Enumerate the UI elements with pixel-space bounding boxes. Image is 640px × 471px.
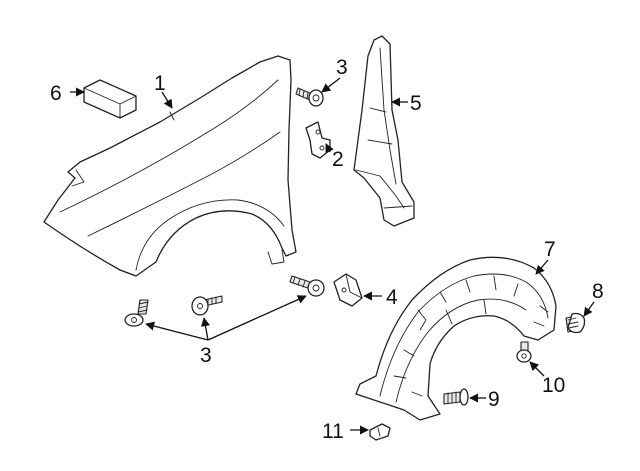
callout-labels: 1 6 3 2 5 4 3 7 8 10 9 11 <box>50 56 604 443</box>
callout-1: 1 <box>154 72 166 95</box>
push-clip-part-8[interactable] <box>565 312 586 334</box>
clip-bracket-part[interactable] <box>333 273 363 307</box>
callout-2: 2 <box>332 148 344 171</box>
callout-8: 8 <box>592 280 604 303</box>
screw-part-middle[interactable] <box>191 295 223 316</box>
screw-part-left[interactable] <box>124 299 149 327</box>
screw-part-top[interactable] <box>295 87 324 107</box>
callout-6: 6 <box>50 82 62 105</box>
splash-shield-part[interactable] <box>353 35 415 227</box>
callout-5: 5 <box>410 92 422 115</box>
insulator-block-part[interactable] <box>83 79 137 119</box>
callout-11: 11 <box>322 420 344 443</box>
fender-part[interactable] <box>43 55 297 277</box>
callout-4: 4 <box>386 286 398 309</box>
callout-7: 7 <box>544 238 556 261</box>
callout-10: 10 <box>542 374 565 397</box>
small-clip-part[interactable] <box>369 423 391 441</box>
fender-liner-part[interactable] <box>355 256 557 421</box>
nut-part[interactable] <box>516 341 532 363</box>
fender-bracket-part[interactable] <box>305 121 331 159</box>
callout-3-top: 3 <box>336 56 348 79</box>
rivet-clip-part[interactable] <box>443 388 469 406</box>
callout-9: 9 <box>488 388 500 411</box>
screw-part-right[interactable] <box>289 275 325 297</box>
leader-lines <box>70 77 595 435</box>
callout-3-bottom: 3 <box>200 344 212 367</box>
